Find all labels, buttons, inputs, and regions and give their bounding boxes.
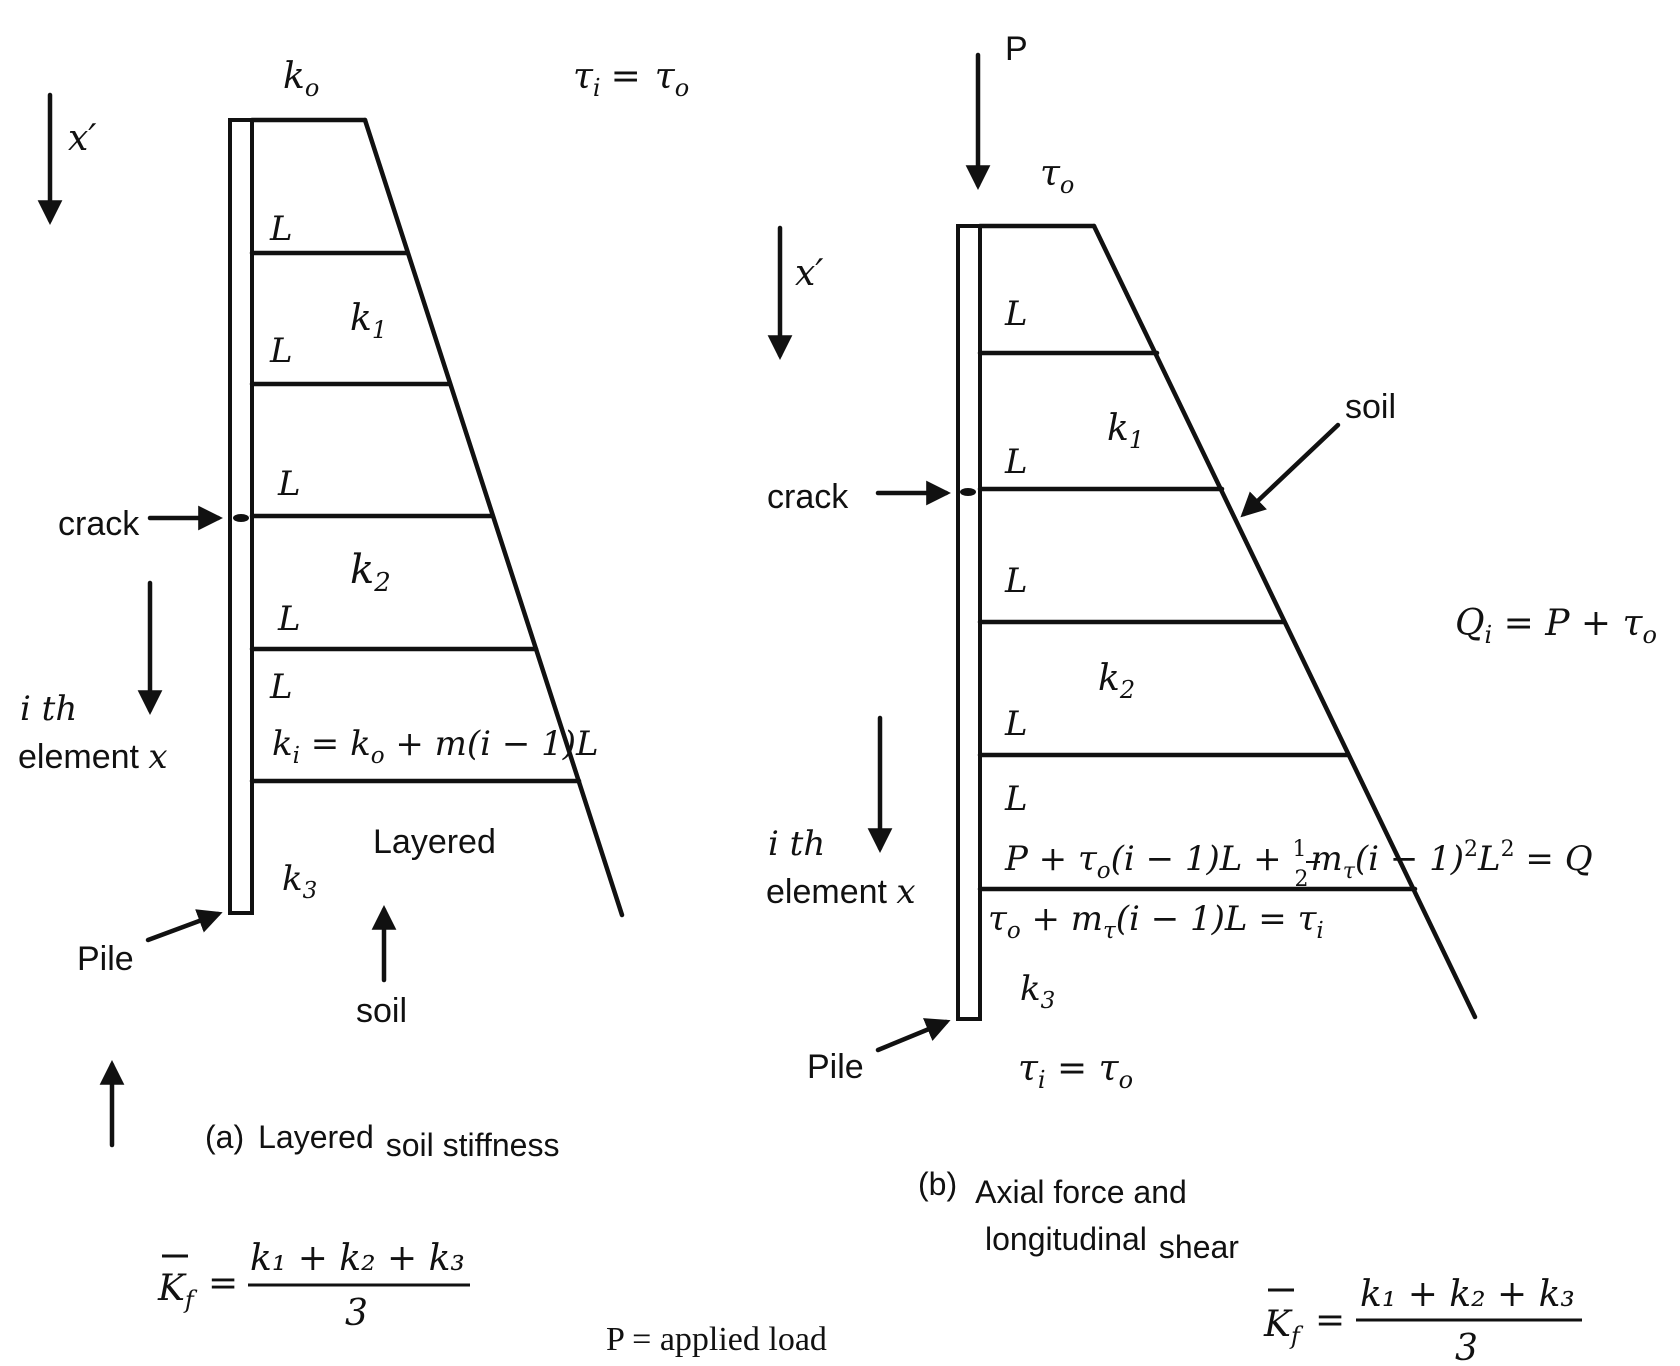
xprime-label-b: x′ (795, 253, 823, 294)
panel-a: ko τi=τo x′ L L L L L k1 k2 ki = ko + m(… (18, 56, 689, 1334)
layered-label-a: Layered (373, 823, 496, 861)
k2-label-a: k2 (350, 547, 391, 598)
L-label-a5: L (269, 667, 293, 707)
pile-b (956, 224, 982, 1021)
k1-label-a: k1 (350, 298, 387, 344)
kf-equation-b: Kf = k₁ + k₂ + k₃ 3 (1263, 1274, 1582, 1366)
k1-label-b: k1 (1107, 408, 1144, 454)
kf-eq-sign-b: = (1315, 1300, 1345, 1341)
L-label-b1: L (1004, 294, 1028, 334)
k3-label-b: k3 (1020, 969, 1055, 1014)
Qi-equation-b: Qi = P + τo (1455, 603, 1657, 649)
L-label-b3: L (1004, 561, 1028, 601)
ki-equation-a: ki = ko + m(i − 1)L (272, 724, 599, 769)
element-label-b: element x (766, 872, 916, 912)
tau-o-label-b: τo (1040, 153, 1074, 199)
tau-equation-b: τo + mτ(i − 1)L = τi (988, 899, 1324, 944)
kf-den-b: 3 (1455, 1328, 1478, 1366)
applied-load-note: P = applied load (606, 1321, 827, 1358)
element-label-a: element x (18, 737, 168, 777)
ith-label-a: i th (20, 689, 77, 729)
ko-label: ko (283, 56, 319, 102)
kf-equation-a: Kf = k₁ + k₂ + k₃ 3 (157, 1238, 470, 1334)
crack-mark-b (960, 488, 976, 496)
P-label-b: P (1005, 30, 1028, 68)
kf-lhs-a: Kf (157, 1268, 198, 1314)
soil-label-a: soil (356, 992, 407, 1030)
pile-label-a: Pile (77, 940, 134, 978)
pile-arrow-b (875, 1018, 951, 1053)
pile-label-b: Pile (807, 1048, 864, 1086)
crack-label-a: crack (58, 505, 140, 543)
L-label-a1: L (269, 209, 293, 249)
panel-b: P τo x′ L L L L L k1 k2 k3 soil crack Qi… (766, 30, 1657, 1366)
L-label-b5: L (1004, 779, 1028, 819)
kf-num-a: k₁ + k₂ + k₃ (250, 1238, 465, 1279)
kf-num-b: k₁ + k₂ + k₃ (1360, 1274, 1575, 1315)
L-label-b4: L (1004, 704, 1028, 744)
L-label-a4: L (277, 599, 301, 639)
tau-bottom-label-b: τi = τo (1018, 1048, 1133, 1094)
crack-label-b: crack (767, 478, 849, 516)
L-label-b2: L (1004, 442, 1028, 482)
kf-lhs-b: Kf (1263, 1304, 1304, 1350)
kf-eq-sign-a: = (208, 1263, 238, 1304)
caption-b-line1: (b)Axial force and (918, 1166, 1187, 1210)
L-label-a3: L (277, 464, 301, 504)
pile-arrow-a (145, 909, 223, 943)
soil-label-b: soil (1345, 388, 1396, 426)
xprime-label-a: x′ (68, 118, 96, 159)
kf-den-a: 3 (345, 1293, 368, 1334)
k2-label-b: k2 (1098, 658, 1135, 704)
k3-label-a: k3 (282, 859, 317, 904)
soil-arrow-b (1240, 422, 1341, 518)
L-label-a2: L (269, 331, 293, 371)
tau-i-eq-top-a: τi=τo (573, 56, 689, 102)
ith-label-b: i th (768, 824, 825, 864)
crack-mark-a (233, 514, 249, 522)
